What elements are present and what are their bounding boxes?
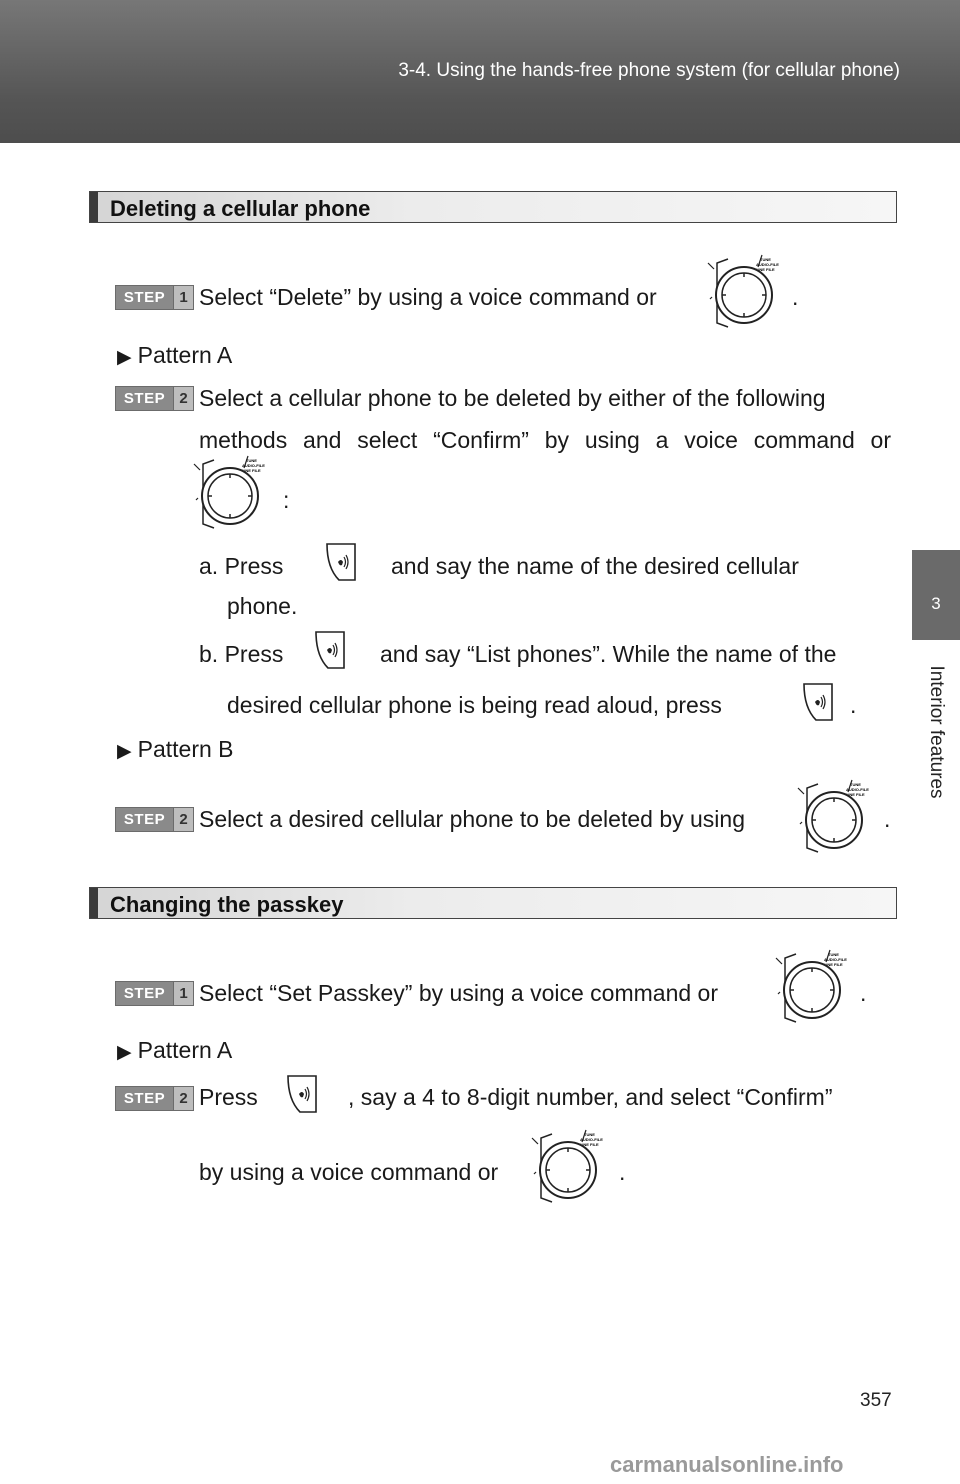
step-text: Select a desired cellular phone to be de…	[199, 806, 745, 832]
tune-file-knob-icon	[797, 779, 871, 853]
step-text: , say a 4 to 8-digit number, and select …	[348, 1084, 833, 1110]
talk-switch-icon	[803, 683, 833, 721]
period: .	[792, 284, 799, 310]
tune-file-knob-icon	[775, 949, 849, 1023]
footer-watermark: carmanualsonline.info	[610, 1452, 844, 1477]
step-number: 1	[173, 982, 193, 1005]
step-badge: STEP 2	[115, 807, 194, 832]
section-title: Changing the passkey	[110, 892, 344, 917]
list-item-a-text: and say the name of the desired cellular	[391, 553, 799, 579]
pattern-heading: ▶Pattern B	[117, 736, 234, 763]
section-heading-delete: Deleting a cellular phone	[89, 191, 897, 223]
pattern-heading: ▶Pattern A	[117, 1037, 232, 1064]
step-word: STEP	[116, 808, 173, 831]
page-number: 357	[860, 1390, 892, 1411]
section-title: Deleting a cellular phone	[110, 196, 371, 221]
side-tab: Interior features	[912, 640, 960, 890]
step-badge: STEP 2	[115, 386, 194, 411]
step-text: Select a cellular phone to be deleted by…	[199, 385, 826, 411]
period: .	[850, 692, 857, 718]
section-heading-passkey: Changing the passkey	[89, 887, 897, 919]
step-word: STEP	[116, 387, 173, 410]
chapter-title: 3-4. Using the hands-free phone system (…	[398, 60, 900, 81]
step-text: methods and select “Confirm” by using a …	[199, 427, 891, 453]
step-badge: STEP 1	[115, 981, 194, 1006]
tune-file-knob-icon	[531, 1129, 605, 1203]
step-word: STEP	[116, 982, 173, 1005]
tune-file-knob-icon	[707, 254, 781, 328]
step-number: 2	[173, 1087, 193, 1110]
triangle-right-icon: ▶	[117, 741, 132, 762]
step-word: STEP	[116, 286, 173, 309]
pattern-label: Pattern A	[137, 342, 233, 368]
pattern-label: Pattern A	[137, 1037, 233, 1063]
step-number: 2	[173, 808, 193, 831]
page-header: 3-4. Using the hands-free phone system (…	[0, 0, 960, 143]
step-text: Press	[199, 1084, 258, 1110]
tune-file-knob-icon	[193, 455, 267, 529]
colon: :	[283, 487, 290, 513]
step-number: 1	[173, 286, 193, 309]
period: .	[860, 980, 867, 1006]
list-item-b-text: and say “List phones”. While the name of…	[380, 641, 837, 667]
list-item-b-text: desired cellular phone is being read alo…	[227, 692, 722, 718]
side-tab-label: Interior features	[926, 665, 947, 799]
step-text: Select “Set Passkey” by using a voice co…	[199, 980, 719, 1006]
talk-switch-icon	[315, 631, 345, 669]
period: .	[884, 806, 891, 832]
triangle-right-icon: ▶	[117, 1042, 132, 1063]
side-tab-number: 3	[912, 550, 960, 640]
list-item-a-text: phone.	[227, 593, 298, 619]
list-item-a-press: a. Press	[199, 553, 284, 579]
step-word: STEP	[116, 1087, 173, 1110]
pattern-heading: ▶Pattern A	[117, 342, 232, 369]
triangle-right-icon: ▶	[117, 347, 132, 368]
step-text: by using a voice command or	[199, 1159, 499, 1185]
step-badge: STEP 2	[115, 1086, 194, 1111]
step-text: Select “Delete” by using a voice command…	[199, 284, 657, 310]
talk-switch-icon	[287, 1075, 317, 1113]
talk-switch-icon	[326, 543, 356, 581]
period: .	[619, 1159, 626, 1185]
step-number: 2	[173, 387, 193, 410]
step-badge: STEP 1	[115, 285, 194, 310]
pattern-label: Pattern B	[137, 736, 234, 762]
list-item-b-press: b. Press	[199, 641, 284, 667]
